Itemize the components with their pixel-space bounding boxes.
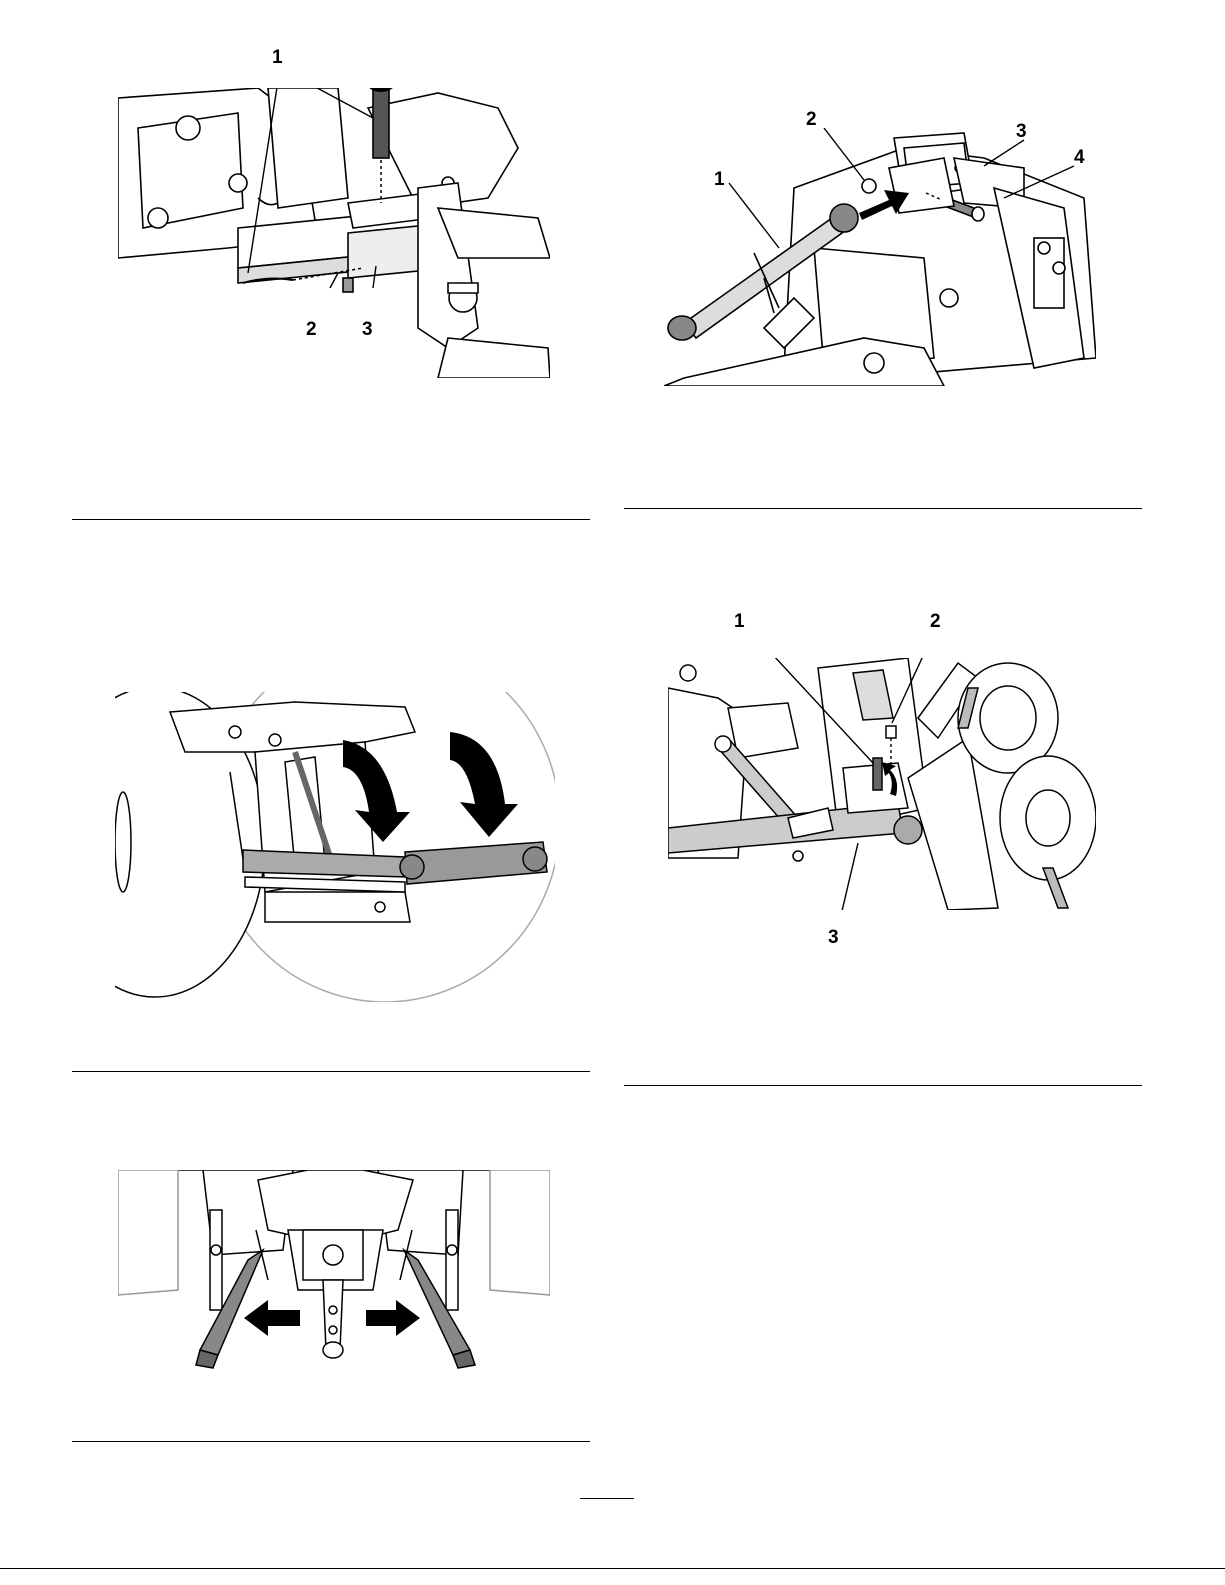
callout-3: 3: [1016, 122, 1027, 141]
arms-spread-illustration: [118, 1170, 550, 1370]
section-divider: [624, 1085, 1142, 1086]
callout-3: 3: [362, 320, 373, 339]
figure-lower-link-pin: [668, 658, 1096, 910]
callout-2: 2: [306, 320, 317, 339]
section-divider: [624, 508, 1142, 509]
pin-drawbar-illustration: [118, 88, 550, 378]
lower-link-pin-illustration: [668, 658, 1096, 910]
callout-1: 1: [272, 48, 283, 67]
section-divider: [72, 519, 590, 520]
page-number-rule: [580, 1498, 634, 1499]
callout-3: 3: [828, 928, 839, 947]
figure-arms-spread: [118, 1170, 550, 1370]
figure-lower-arms-down: [115, 692, 555, 1002]
top-link-illustration: [664, 128, 1096, 386]
callout-2: 2: [806, 110, 817, 129]
lower-arms-down-illustration: [115, 692, 555, 1002]
figure-pin-drawbar: [118, 88, 550, 378]
callout-2: 2: [930, 612, 941, 631]
callout-4: 4: [1074, 148, 1085, 167]
callout-1: 1: [714, 170, 725, 189]
page-bottom-rule: [0, 1568, 1225, 1569]
section-divider: [72, 1071, 590, 1072]
callout-1: 1: [734, 612, 745, 631]
figure-top-link: [664, 128, 1096, 386]
section-divider: [72, 1441, 590, 1442]
